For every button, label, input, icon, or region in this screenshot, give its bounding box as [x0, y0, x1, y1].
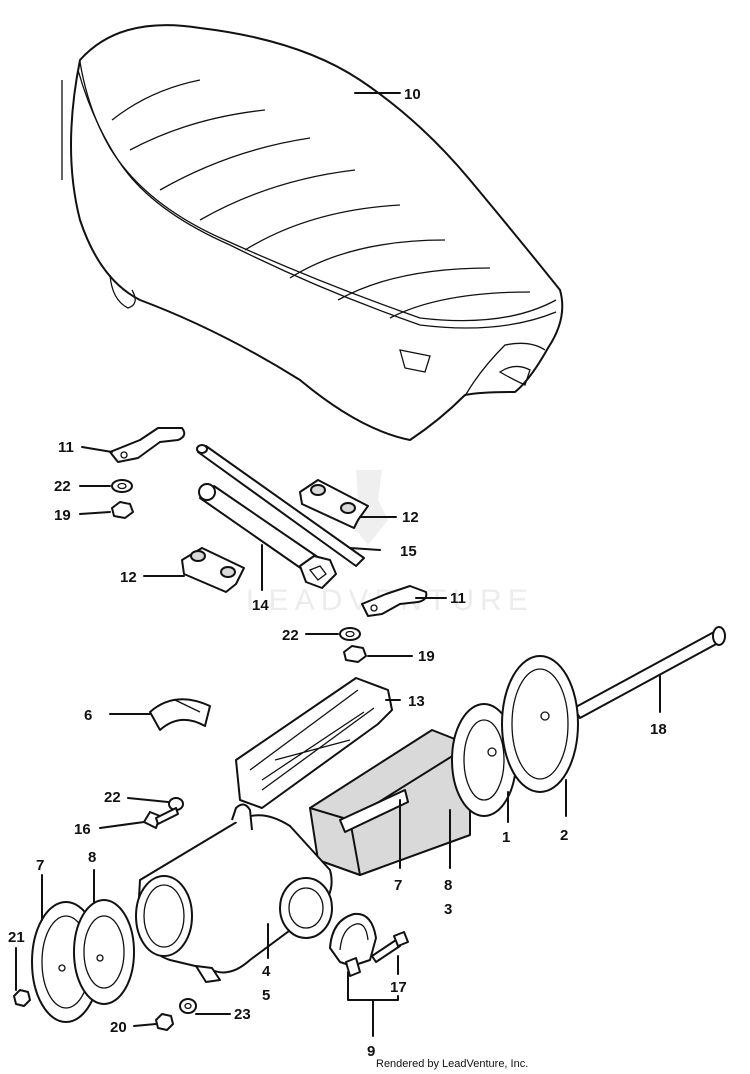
callout-11-left: 11 — [58, 439, 74, 456]
callout-8-left: 8 — [88, 849, 96, 866]
callout-12-left: 12 — [120, 569, 137, 586]
disc-part-7-right[interactable] — [501, 655, 579, 793]
washer-part-22-right[interactable] — [339, 627, 361, 641]
callout-17: 17 — [390, 979, 407, 996]
callout-13: 6 — [84, 707, 92, 724]
callout-5: 5 — [262, 987, 270, 1004]
callout-8-right: 1 — [502, 829, 510, 846]
callout-21: 21 — [8, 929, 25, 946]
callout-23: 23 — [234, 1006, 251, 1023]
callout-16: 16 — [74, 821, 91, 838]
nut-part-21[interactable] — [13, 989, 31, 1007]
callout-22-right: 22 — [282, 627, 299, 644]
bolt-part-16[interactable] — [143, 807, 179, 829]
callout-22-lower: 22 — [104, 789, 121, 806]
callout-3: 7 — [394, 877, 402, 894]
callout-14: 14 — [252, 597, 269, 614]
callout-19-left: 19 — [54, 507, 71, 524]
callout-10: 10 — [404, 86, 421, 103]
callout-9: 9 — [367, 1043, 375, 1060]
callout-20: 20 — [110, 1019, 127, 1036]
clamp-part-9[interactable] — [329, 912, 377, 977]
bracket-part-11-left[interactable] — [109, 427, 186, 463]
render-credit: Rendered by LeadVenture, Inc. — [376, 1058, 529, 1070]
rubber-block-part-12-left[interactable] — [181, 547, 245, 593]
rod-part-15[interactable] — [196, 444, 365, 567]
callout-15: 15 — [400, 543, 417, 560]
bolt-part-18[interactable] — [573, 626, 726, 719]
nut-part-20[interactable] — [155, 1013, 174, 1031]
callout-18: 18 — [650, 721, 667, 738]
callout-7-left: 7 — [36, 857, 44, 874]
callout-12-right: 12 — [402, 509, 419, 526]
rubber-block-part-12-right[interactable] — [299, 479, 369, 529]
callout-6: 13 — [408, 693, 425, 710]
body-part-3[interactable] — [309, 729, 471, 876]
disc-part-8-left[interactable] — [73, 899, 135, 1005]
washer-part-22-left[interactable] — [111, 479, 133, 493]
nut-part-19-right[interactable] — [343, 645, 367, 663]
callout-19-right: 19 — [418, 648, 435, 665]
tube-part-14[interactable] — [198, 483, 337, 589]
cover-part-13[interactable] — [149, 698, 211, 731]
washer-part-23[interactable] — [179, 998, 197, 1014]
nut-part-19-left[interactable] — [111, 501, 134, 519]
callout-22-left: 22 — [54, 478, 71, 495]
callout-4: 4 — [262, 963, 271, 980]
frame-bracket-part-6[interactable] — [235, 677, 393, 809]
callout-1: 8 — [444, 877, 452, 894]
callout-2: 3 — [444, 901, 452, 918]
callout-7-right: 2 — [560, 827, 568, 844]
housing-part-4-5[interactable] — [135, 803, 333, 983]
bracket-part-11-right[interactable] — [361, 585, 428, 617]
seat-part-10[interactable] — [61, 24, 564, 441]
bolt-part-17[interactable] — [371, 931, 409, 963]
callout-11-right: 11 — [450, 590, 466, 607]
